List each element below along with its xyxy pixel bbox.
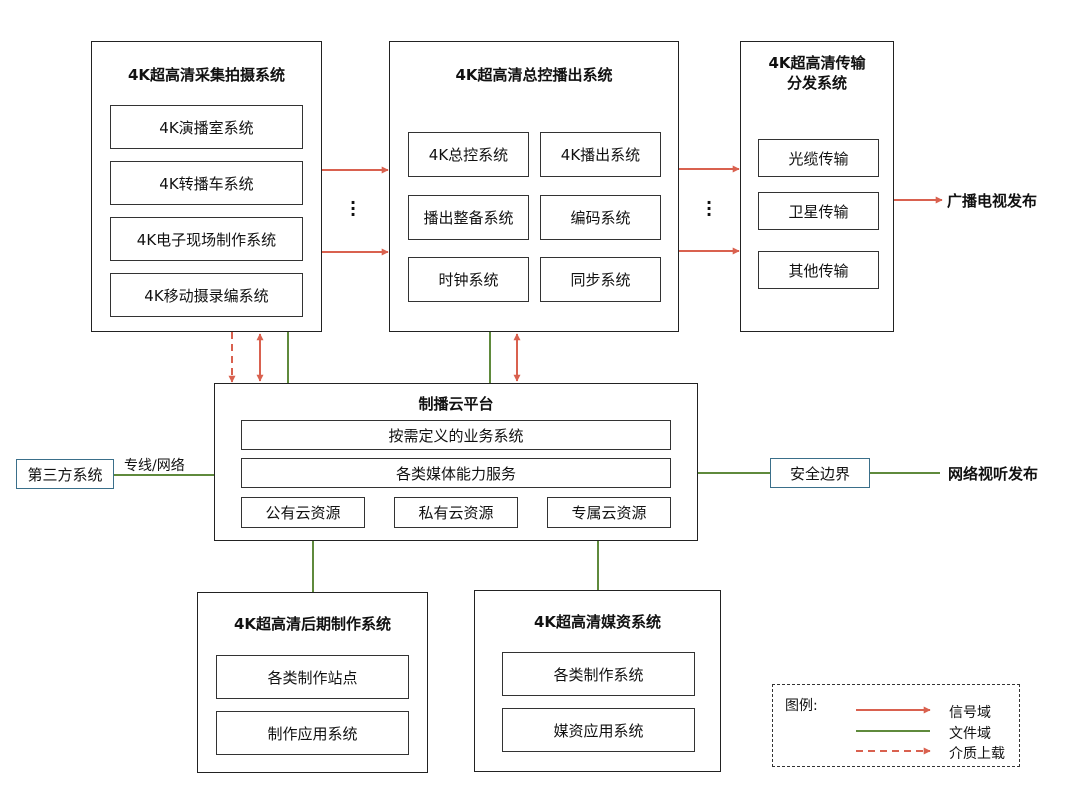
media-assets-title: 4K超高清媒资系统: [533, 613, 662, 631]
capture-item: 4K电子现场制作系统: [110, 217, 303, 261]
transmission-title-line2: 分发系统: [786, 74, 847, 92]
transmission-item: 卫星传输: [758, 192, 879, 230]
cloud-resource: 私有云资源: [394, 497, 518, 528]
capture-item: 4K移动摄录编系统: [110, 273, 303, 317]
legend: 图例: 信号域 文件域 介质上载: [772, 684, 1020, 767]
control-item: 编码系统: [540, 195, 661, 240]
control-system-title: 4K超高清总控播出系统: [455, 66, 613, 84]
transmission-item: 其他传输: [758, 251, 879, 289]
control-item: 4K总控系统: [408, 132, 529, 177]
media-assets-item: 各类制作系统: [502, 652, 695, 696]
capture-system: 4K超高清采集拍摄系统 4K演播室系统 4K转播车系统 4K电子现场制作系统 4…: [91, 41, 322, 332]
postproduction-system: 4K超高清后期制作系统 各类制作站点 制作应用系统: [197, 592, 428, 773]
media-assets-system: 4K超高清媒资系统 各类制作系统 媒资应用系统: [474, 590, 721, 772]
transmission-system: 4K超高清传输 分发系统 光缆传输 卫星传输 其他传输: [740, 41, 894, 332]
control-item: 时钟系统: [408, 257, 529, 302]
broadcast-release-label: 广播电视发布: [947, 192, 1038, 210]
transmission-title-line1: 4K超高清传输: [768, 54, 866, 72]
capture-item: 4K演播室系统: [110, 105, 303, 149]
network-release-label: 网络视听发布: [948, 465, 1039, 483]
security-boundary: 安全边界: [770, 458, 870, 488]
media-assets-item: 媒资应用系统: [502, 708, 695, 752]
legend-title: 图例:: [785, 698, 818, 714]
control-item: 4K播出系统: [540, 132, 661, 177]
capture-item: 4K转播车系统: [110, 161, 303, 205]
transmission-item: 光缆传输: [758, 139, 879, 177]
third-party-system: 第三方系统: [16, 459, 114, 489]
platform-row: 各类媒体能力服务: [241, 458, 671, 488]
cloud-resource: 专属云资源: [547, 497, 671, 528]
cloud-resource: 公有云资源: [241, 497, 365, 528]
control-system: 4K超高清总控播出系统 4K总控系统 4K播出系统 播出整备系统 编码系统 时钟…: [389, 41, 679, 332]
postproduction-item: 各类制作站点: [216, 655, 409, 699]
capture-system-title: 4K超高清采集拍摄系统: [127, 66, 286, 84]
cloud-platform: 制播云平台 按需定义的业务系统 各类媒体能力服务 公有云资源 私有云资源 专属云…: [214, 383, 698, 541]
postproduction-item: 制作应用系统: [216, 711, 409, 755]
legend-file-label: 文件域: [949, 726, 991, 742]
control-item: 同步系统: [540, 257, 661, 302]
line-label: 专线/网络: [124, 458, 185, 474]
legend-upload-label: 介质上载: [949, 746, 1005, 762]
postproduction-title: 4K超高清后期制作系统: [233, 615, 392, 633]
platform-row: 按需定义的业务系统: [241, 420, 671, 450]
control-item: 播出整备系统: [408, 195, 529, 240]
cloud-platform-title: 制播云平台: [418, 395, 494, 413]
ellipsis-2: ···: [705, 193, 713, 224]
legend-signal-label: 信号域: [949, 705, 991, 721]
ellipsis-1: ···: [349, 193, 357, 224]
